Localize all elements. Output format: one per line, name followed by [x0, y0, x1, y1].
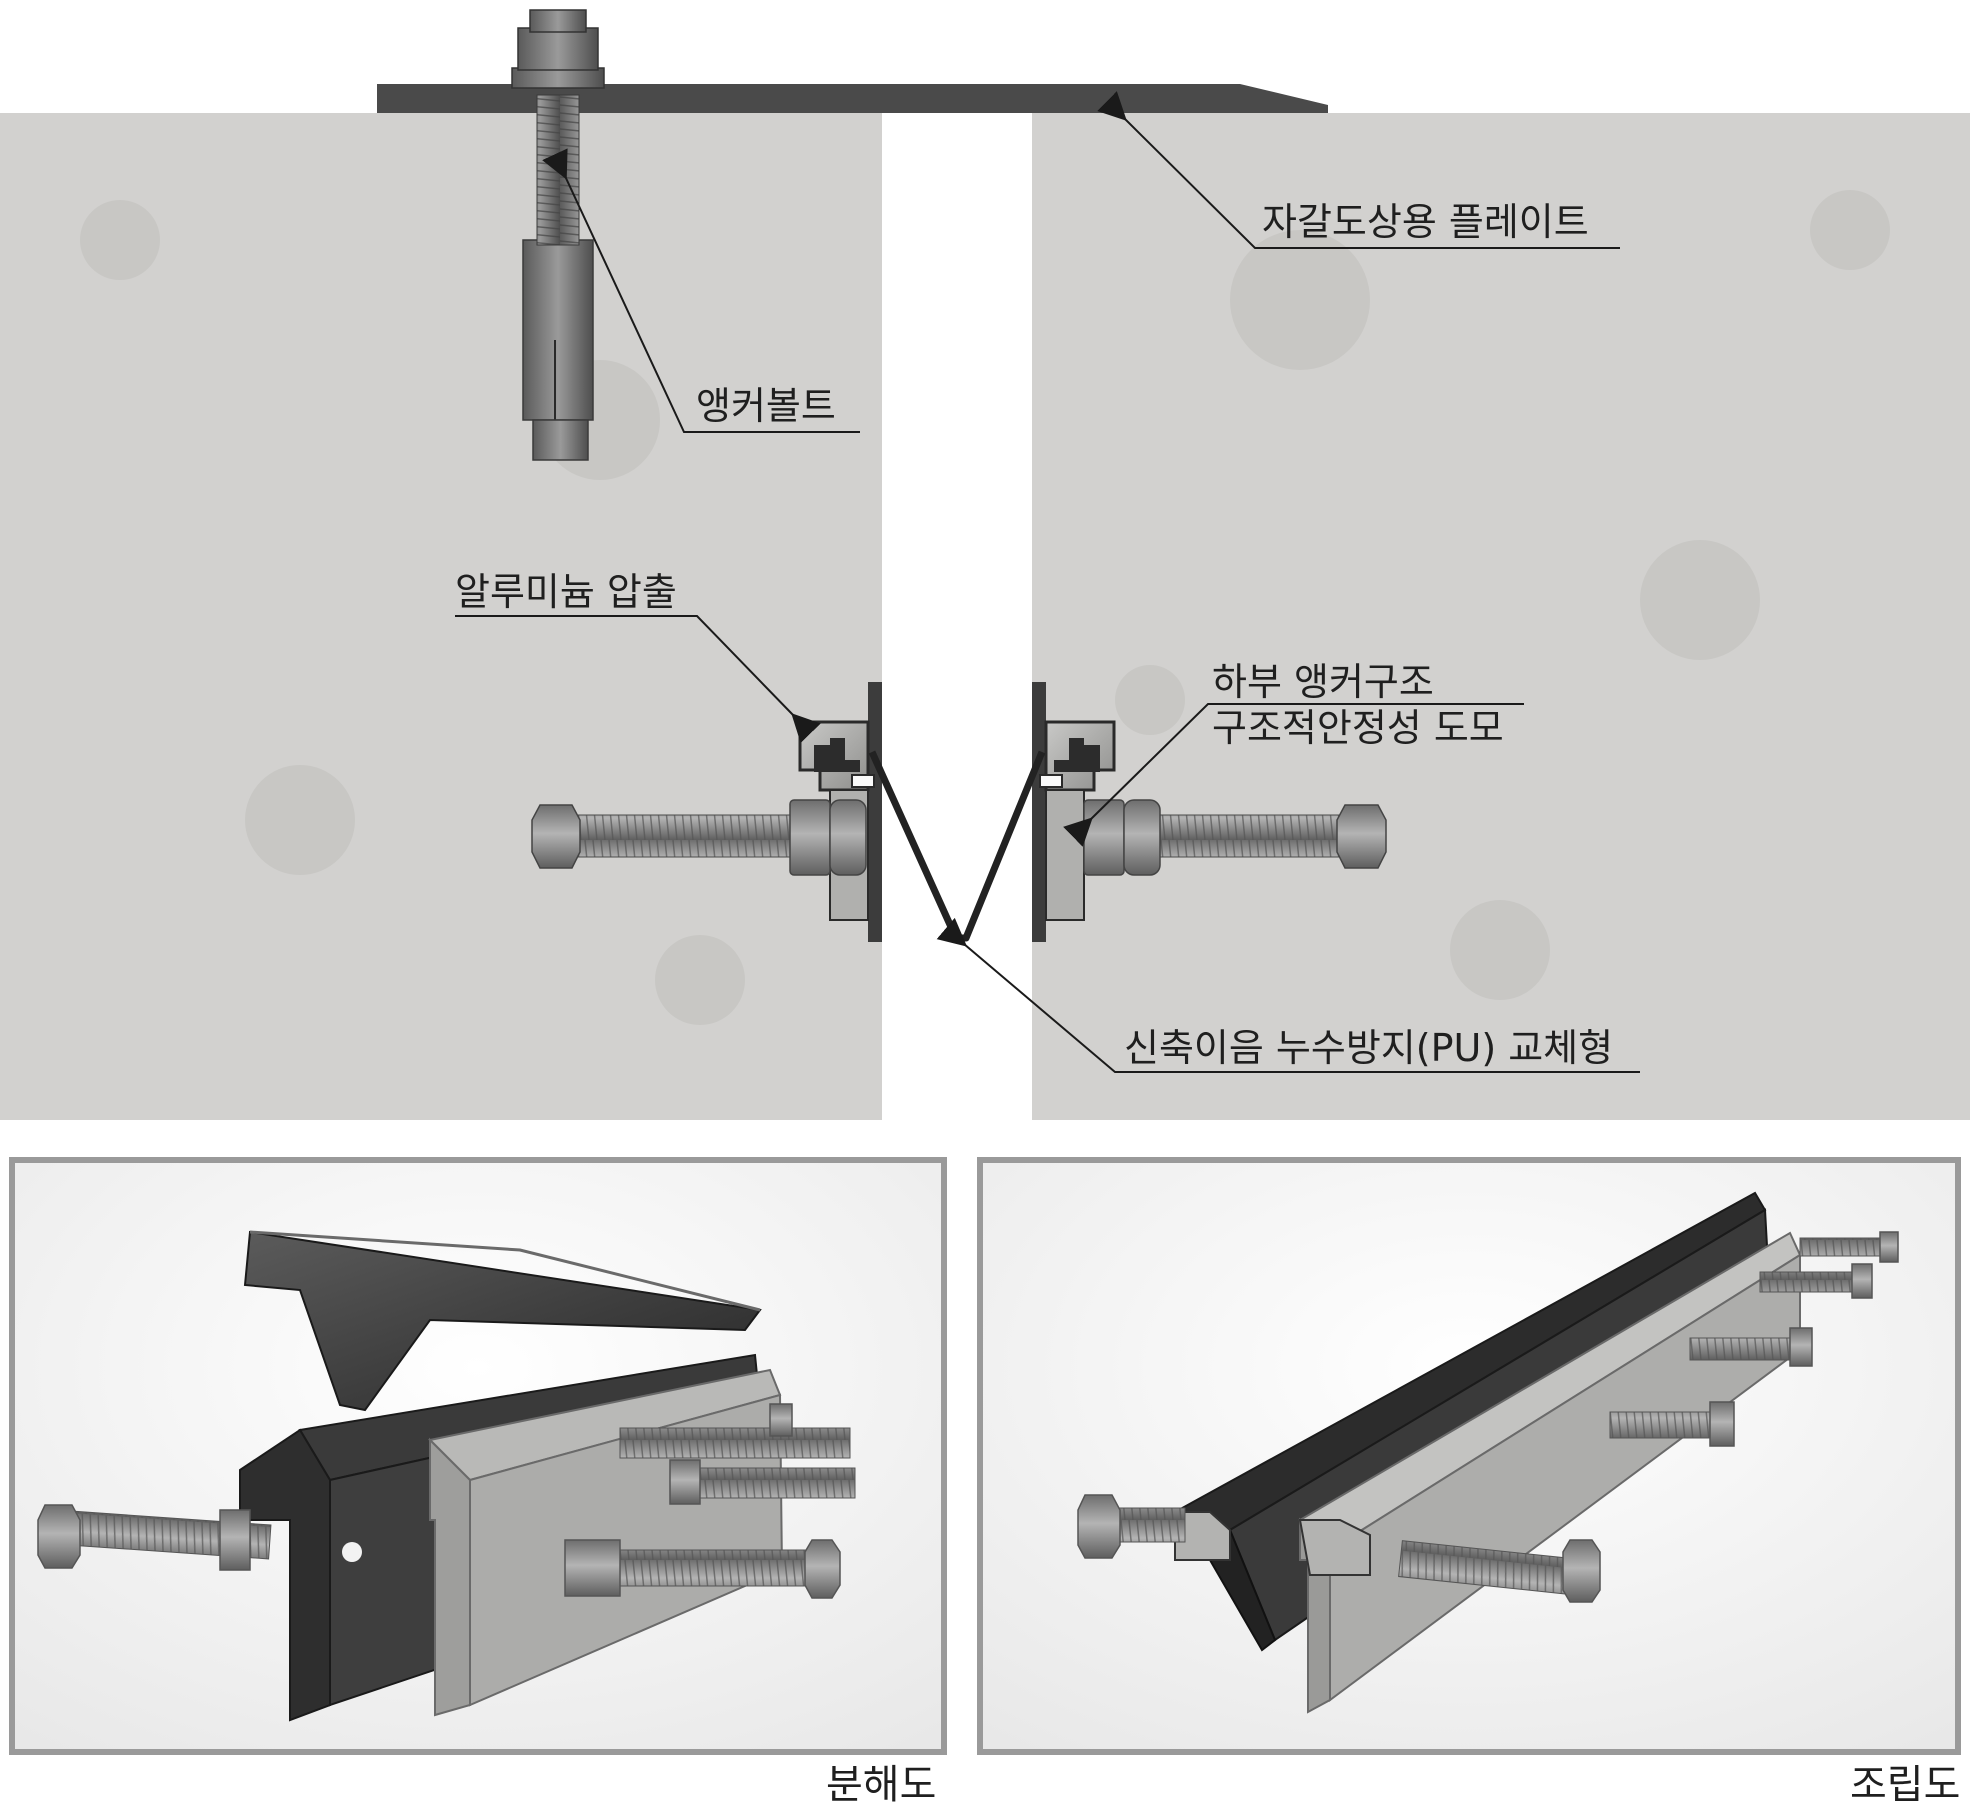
caption-assembled-view: 조립도 — [1850, 1762, 1961, 1808]
exploded-view-drawing — [37, 1230, 856, 1722]
right-joint-assembly — [1032, 682, 1387, 942]
concrete-texture — [80, 190, 1890, 1025]
label-lower-anchor-structure: 하부 앵커구조 — [1212, 660, 1434, 704]
leader-lines — [455, 91, 1640, 1073]
left-joint-assembly — [531, 682, 882, 942]
label-pu-seal: 신축이음 누수방지(PU) 교체형 — [1124, 1026, 1614, 1070]
caption-exploded-view: 분해도 — [826, 1762, 937, 1808]
pu-seal — [868, 750, 1046, 942]
label-structural-stability: 구조적안정성 도모 — [1212, 706, 1504, 750]
concrete-block-left — [0, 113, 882, 1120]
label-aluminum-extrusion: 알루미늄 압출 — [455, 570, 677, 614]
concrete-block-right — [1032, 113, 1970, 1120]
anchor-bolt — [511, 9, 605, 461]
label-anchor-bolt: 앵커볼트 — [696, 384, 836, 428]
ballast-plate — [377, 84, 1328, 113]
assembled-view-drawing — [1077, 1191, 1899, 1714]
label-ballast-plate: 자갈도상용 플레이트 — [1262, 200, 1589, 244]
